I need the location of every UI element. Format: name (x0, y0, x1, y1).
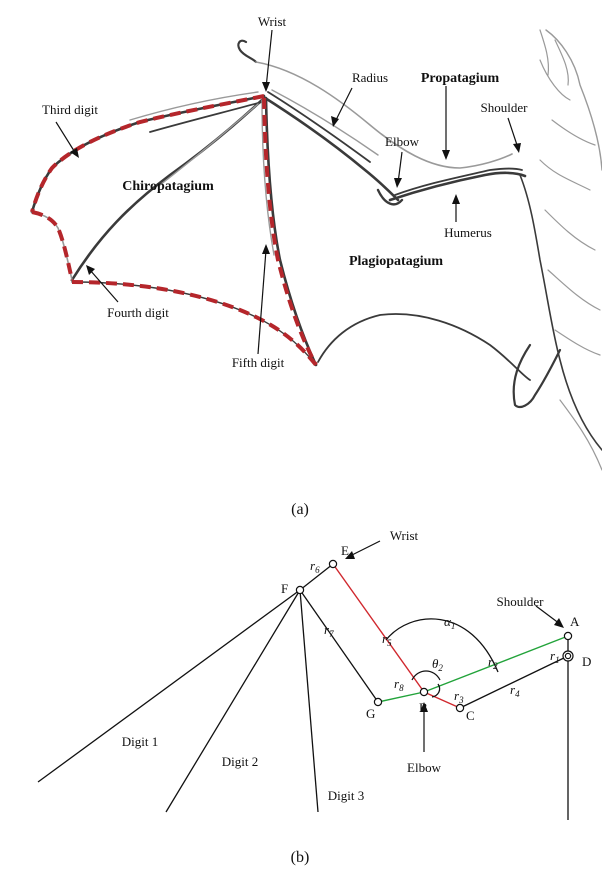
joint-E (328, 559, 338, 569)
label-humerus: Humerus (444, 225, 492, 240)
caption-a: (a) (291, 501, 309, 518)
link-r5 (332, 563, 425, 693)
label-third-digit: Third digit (42, 102, 98, 117)
angle-theta-arc (411, 670, 441, 681)
label-r8: r8 (394, 676, 404, 693)
joint-F (295, 585, 305, 595)
label-fourth-digit: Fourth digit (107, 305, 169, 320)
label-r1: r1 (550, 648, 560, 665)
label-b-wrist: Wrist (390, 528, 419, 543)
link-r3 (423, 691, 461, 709)
label-elbow: Elbow (385, 134, 420, 149)
label-b-elbow: Elbow (407, 760, 442, 775)
label-wrist: Wrist (258, 14, 287, 29)
panel-b-arrows (345, 540, 564, 752)
label-digit-2: Digit 2 (222, 754, 258, 769)
link-r7 (299, 589, 379, 703)
label-r3: r3 (454, 688, 464, 705)
label-r2: r2 (488, 654, 498, 671)
label-b-shoulder: Shoulder (497, 594, 545, 609)
digit-1-line (37, 589, 301, 783)
label-fifth-digit: Fifth digit (232, 355, 285, 370)
digit-2-line (165, 589, 301, 813)
joint-B (419, 687, 429, 697)
point-G: G (366, 706, 375, 721)
angle-alpha-arc (385, 618, 499, 673)
link-r4 (459, 655, 569, 709)
label-r6: r6 (310, 558, 320, 575)
point-E: E (341, 543, 349, 558)
kinematic-schematic (37, 559, 574, 820)
label-digit-3: Digit 3 (328, 788, 364, 803)
caption-b: (b) (291, 849, 310, 866)
panel-b-labels: Wrist Shoulder Elbow Digit 1 Digit 2 Dig… (122, 528, 592, 803)
panel-a-arrows (55, 29, 521, 355)
point-D: D (582, 654, 591, 669)
point-B: B (419, 700, 428, 715)
link-r2 (423, 635, 569, 693)
point-F: F (281, 581, 288, 596)
label-r7: r7 (324, 622, 334, 639)
panel-a-labels: Wrist Radius Propatagium Shoulder Third … (42, 14, 528, 370)
label-theta2: θ2 (432, 656, 443, 673)
point-A: A (570, 614, 580, 629)
link-r8 (377, 691, 425, 703)
joint-G (373, 697, 383, 707)
label-chiropatagium: Chiropatagium (122, 179, 214, 194)
label-digit-1: Digit 1 (122, 734, 158, 749)
label-plagiopatagium: Plagiopatagium (349, 254, 443, 269)
label-radius: Radius (352, 70, 388, 85)
label-alpha1: α1 (444, 614, 455, 631)
joint-D-inner (564, 652, 572, 660)
label-propatagium: Propatagium (421, 71, 500, 86)
label-r5: r5 (382, 631, 392, 648)
link-r6 (299, 563, 334, 591)
chiropatagium-dashed-outline (30, 94, 318, 367)
bat-wing-illustration (30, 29, 602, 471)
label-r4: r4 (510, 682, 520, 699)
joint-A (563, 631, 573, 641)
point-C: C (466, 708, 475, 723)
label-shoulder: Shoulder (481, 100, 529, 115)
digit-3-line (299, 589, 319, 813)
joint-C (455, 703, 465, 713)
